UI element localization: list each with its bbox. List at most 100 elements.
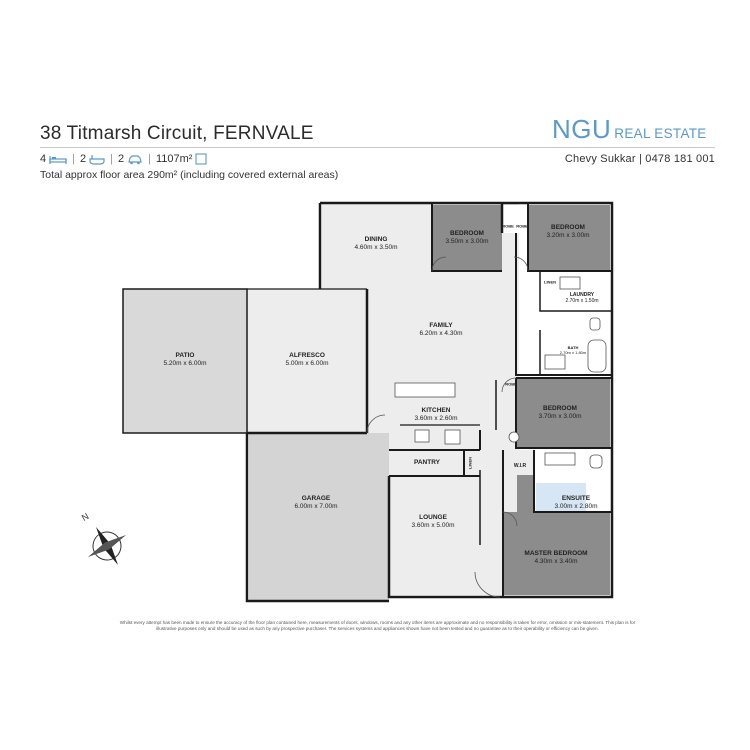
room-dims: 3.50m x 3.00m <box>445 238 489 245</box>
room-name: KITCHEN <box>421 406 451 414</box>
toilet <box>589 317 601 331</box>
disclaimer-text: Whilst every attempt has been made to en… <box>119 620 636 632</box>
land-icon <box>195 153 207 165</box>
door-swing <box>366 414 386 434</box>
cooktop <box>444 429 461 445</box>
header-divider <box>40 147 715 148</box>
room-name: LAUNDRY <box>569 291 595 298</box>
garage-area <box>249 433 389 601</box>
door-swing <box>474 571 501 598</box>
room-dims: 3.60m x 5.00m <box>411 522 455 529</box>
compass-icon <box>87 526 127 566</box>
room-name: ENSUITE <box>561 494 591 502</box>
robe-label: ROBE <box>516 223 528 229</box>
room-name: LOUNGE <box>419 513 447 521</box>
room-dims: 6.20m x 4.30m <box>419 330 463 337</box>
stats-separator: | <box>110 153 113 165</box>
robe-label: ROBE <box>505 381 517 387</box>
room-dims: 4.60m x 3.50m <box>354 244 398 251</box>
bedroom-1-area <box>432 205 502 271</box>
room-dims: 3.20m x 3.00m <box>546 232 590 239</box>
robe-label: ROBE <box>502 223 514 229</box>
door-swing <box>501 377 517 393</box>
floor-fills <box>123 203 610 601</box>
room-dining: DINING 4.60m x 3.50m <box>355 236 398 252</box>
logo-main-text: NGU <box>552 114 612 144</box>
room-kitchen: KITCHEN 3.60m x 2.60m <box>415 407 458 423</box>
linen-label: LINEN <box>467 457 473 469</box>
sink <box>414 429 430 443</box>
room-patio: PATIO 5.20m x 6.00m <box>164 352 207 368</box>
ensuite-shower <box>536 483 586 511</box>
stats-separator: | <box>148 153 151 165</box>
fixtures <box>366 256 607 598</box>
bathroom-count: 2 <box>79 153 87 165</box>
room-name: PANTRY <box>414 458 440 466</box>
room-name: DINING <box>364 235 388 243</box>
kitchen-island <box>394 382 456 398</box>
room-dims: 3.60m x 2.60m <box>414 415 458 422</box>
total-floor-area: Total approx floor area 290m² (including… <box>40 169 339 181</box>
property-stats: 4 | 2 | 2 | 1107m² <box>40 153 207 165</box>
room-name: BEDROOM <box>551 223 585 231</box>
room-name: PATIO <box>175 351 195 359</box>
agent-contact: Chevy Sukkar | 0478 181 001 <box>564 153 715 165</box>
door-swing <box>513 256 529 272</box>
bedroom-count: 4 <box>40 153 47 165</box>
linen-label: LINEN <box>544 279 556 285</box>
bathtub <box>587 339 607 373</box>
room-name: MASTER BEDROOM <box>524 549 588 557</box>
room-bedroom-3: BEDROOM 3.70m x 3.00m <box>539 405 582 421</box>
bedroom-2-area <box>528 205 610 271</box>
door-swing <box>502 511 518 527</box>
room-name: ALFRESCO <box>289 351 325 359</box>
property-address: 38 Titmarsh Circuit, FERNVALE <box>40 123 314 144</box>
fridge-icon <box>508 431 520 443</box>
room-dims: 3.70m x 3.00m <box>538 413 582 420</box>
logo-sub-text: REAL ESTATE <box>614 126 707 141</box>
walls <box>122 201 614 603</box>
door-swing <box>431 256 447 272</box>
patio-area <box>123 289 247 433</box>
room-garage: GARAGE 6.00m x 7.00m <box>295 495 338 511</box>
room-ensuite: ENSUITE 3.00m x 2.80m <box>555 495 598 511</box>
room-name: GARAGE <box>301 494 331 502</box>
room-name: FAMILY <box>429 321 453 329</box>
room-dims: 3.00m x 2.80m <box>554 503 598 510</box>
bath-vanity <box>544 354 566 370</box>
garage-count: 2 <box>117 153 125 165</box>
room-master-bedroom: MASTER BEDROOM 4.30m x 3.40m <box>524 550 587 566</box>
room-dims: 4.30m x 3.40m <box>534 558 578 565</box>
room-family: FAMILY 6.20m x 4.30m <box>420 322 463 338</box>
wir-label: W.I.R <box>513 463 527 469</box>
room-pantry: PANTRY <box>414 459 440 467</box>
stats-separator: | <box>72 153 75 165</box>
room-dims: 6.00m x 7.00m <box>294 503 338 510</box>
room-laundry: LAUNDRY 2.70m x 1.50m <box>565 292 598 305</box>
ensuite-vanity <box>544 452 576 466</box>
room-dims: 5.20m x 6.00m <box>163 360 207 367</box>
bedroom-3-area <box>517 378 610 448</box>
room-lounge: LOUNGE 3.60m x 5.00m <box>412 514 455 530</box>
room-bath: BATH 2.70m x 1.80m <box>560 345 586 355</box>
wardrobe-area <box>502 205 528 233</box>
room-name: BATH <box>567 345 579 350</box>
room-bedroom-1: BEDROOM 3.50m x 3.00m <box>446 230 489 246</box>
wir-area <box>505 450 534 475</box>
laundry-tub <box>559 276 581 290</box>
room-alfresco: ALFRESCO 5.00m x 6.00m <box>286 352 329 368</box>
car-icon <box>127 154 143 165</box>
room-name: BEDROOM <box>543 404 577 412</box>
room-name: BEDROOM <box>450 229 484 237</box>
room-bedroom-2: BEDROOM 3.20m x 3.00m <box>547 224 590 240</box>
land-size: 1107m² <box>155 153 193 165</box>
ensuite-toilet <box>589 454 603 469</box>
bath-icon <box>89 154 105 165</box>
room-dims: 2.70m x 1.50m <box>565 298 599 304</box>
master-bedroom-area <box>503 512 610 595</box>
bed-icon <box>49 154 67 165</box>
room-dims: 2.70m x 1.80m <box>559 350 587 355</box>
room-dims: 5.00m x 6.00m <box>285 360 329 367</box>
